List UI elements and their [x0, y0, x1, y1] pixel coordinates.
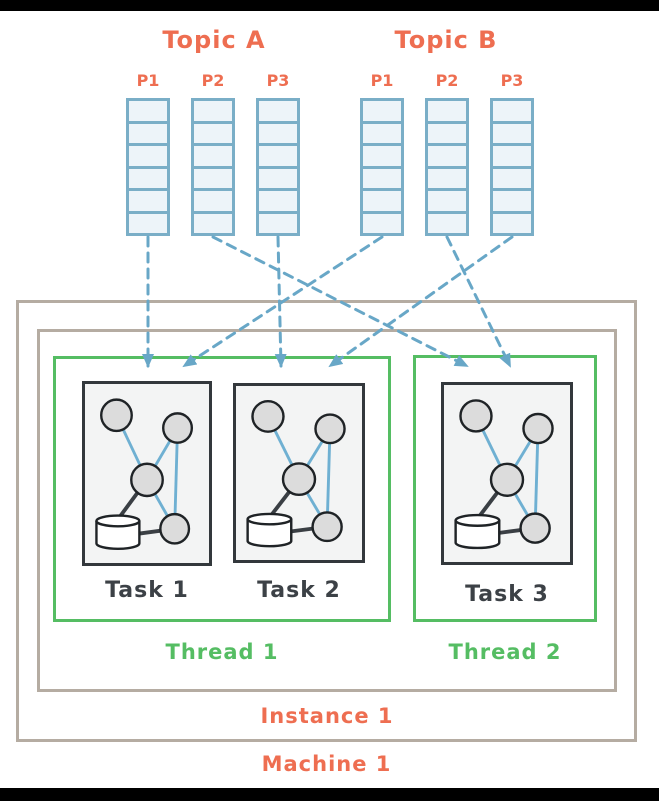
partition-cell — [493, 213, 531, 233]
partition-cell — [194, 191, 232, 211]
partition-cell — [428, 146, 466, 166]
partition-cell — [129, 191, 167, 211]
instance-label: Instance 1 — [260, 704, 394, 728]
thread-2-label: Thread 2 — [448, 640, 562, 664]
topic-a-partition-1-queue — [126, 98, 170, 236]
topic-b-partition-1-label: P1 — [370, 71, 394, 90]
topic-b-partition-3-queue — [490, 98, 534, 236]
partition-cell — [428, 101, 466, 121]
topic-b-partition-2-label: P2 — [435, 71, 459, 90]
partition-cell — [194, 213, 232, 233]
topic-b-partition-3-label: P3 — [500, 71, 524, 90]
task-2-box — [233, 383, 365, 563]
topic-b-title: Topic B — [394, 26, 498, 54]
task-1-topology-graph — [85, 384, 209, 563]
partition-cell — [129, 123, 167, 143]
partition-cell — [493, 146, 531, 166]
partition-cell — [129, 213, 167, 233]
partition-cell — [129, 146, 167, 166]
task-1-box — [82, 381, 212, 566]
partition-cell — [493, 123, 531, 143]
partition-cell — [259, 101, 297, 121]
partition-cell — [363, 101, 401, 121]
thread-1-label: Thread 1 — [165, 640, 279, 664]
partition-cell — [363, 146, 401, 166]
partition-cell — [129, 101, 167, 121]
topic-a-title: Topic A — [162, 26, 266, 54]
partition-cell — [493, 101, 531, 121]
task-1-label: Task 1 — [105, 578, 189, 603]
partition-cell — [428, 123, 466, 143]
partition-cell — [259, 123, 297, 143]
partition-cell — [194, 123, 232, 143]
task-3-box — [441, 382, 573, 565]
partition-cell — [363, 168, 401, 188]
task-2-label: Task 2 — [257, 578, 341, 603]
partition-cell — [194, 146, 232, 166]
partition-cell — [428, 213, 466, 233]
partition-cell — [363, 213, 401, 233]
partition-cell — [259, 213, 297, 233]
topic-a-partition-3-label: P3 — [266, 71, 290, 90]
topic-b-partition-1-queue — [360, 98, 404, 236]
topic-b-partition-2-queue — [425, 98, 469, 236]
partition-cell — [129, 168, 167, 188]
partition-cell — [259, 146, 297, 166]
partition-cell — [428, 168, 466, 188]
top-letterbox-bar — [0, 0, 659, 11]
partition-cell — [428, 191, 466, 211]
partition-cell — [363, 123, 401, 143]
task-2-topology-graph — [236, 386, 362, 560]
partition-cell — [493, 191, 531, 211]
partition-cell — [194, 101, 232, 121]
machine-label: Machine 1 — [261, 752, 392, 776]
partition-cell — [259, 168, 297, 188]
partition-cell — [363, 191, 401, 211]
partition-cell — [194, 168, 232, 188]
partition-cell — [259, 191, 297, 211]
topic-a-partition-2-label: P2 — [201, 71, 225, 90]
bottom-letterbox-bar — [0, 788, 659, 801]
topic-a-partition-2-queue — [191, 98, 235, 236]
topic-a-partition-3-queue — [256, 98, 300, 236]
task-3-topology-graph — [444, 385, 570, 562]
partition-cell — [493, 168, 531, 188]
topic-a-partition-1-label: P1 — [136, 71, 160, 90]
task-3-label: Task 3 — [465, 582, 549, 607]
